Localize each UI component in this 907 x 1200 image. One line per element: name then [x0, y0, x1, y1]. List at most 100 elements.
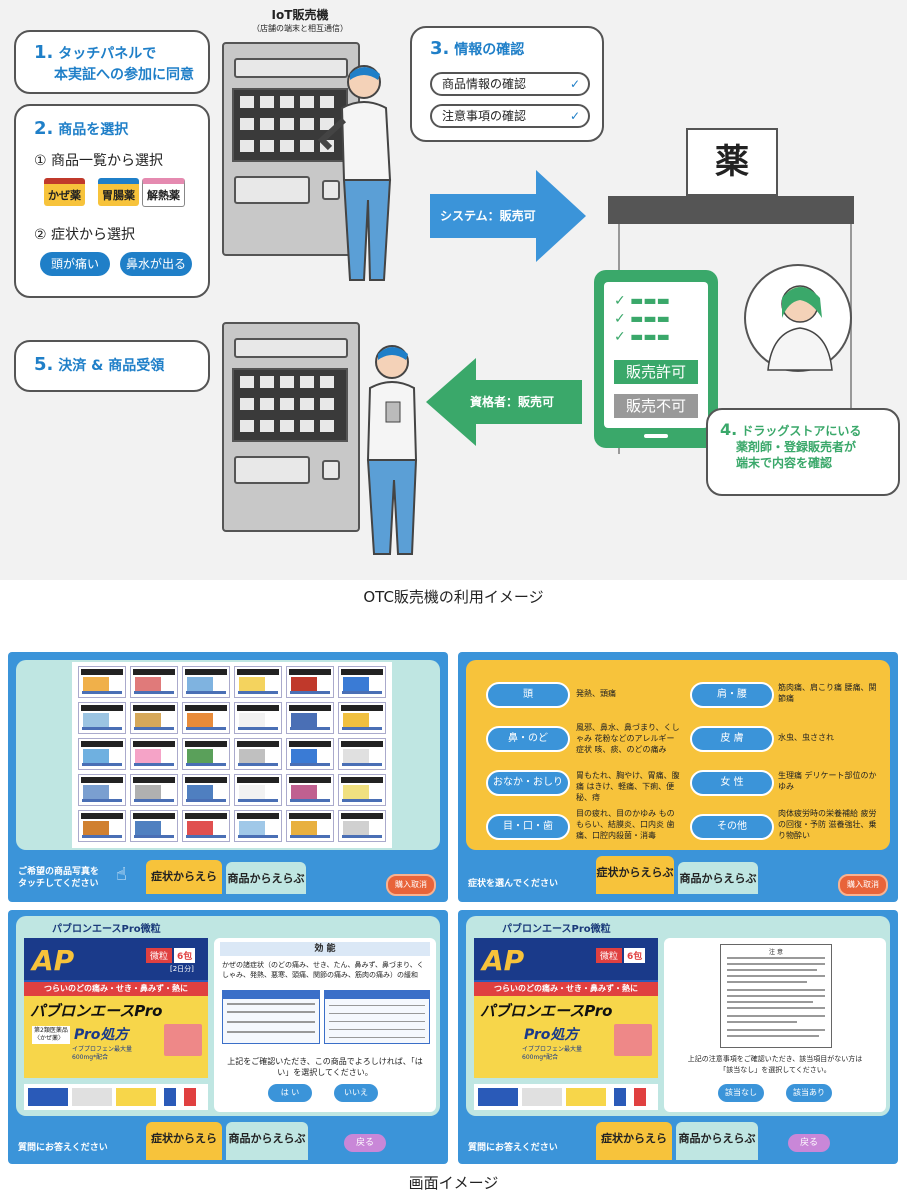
product-thumb[interactable] [182, 702, 230, 734]
product-thumb[interactable] [78, 738, 126, 770]
product-thumb[interactable] [338, 810, 386, 842]
tab-by-symptom[interactable]: 症状からえらぶ [146, 860, 222, 894]
tab-by-product[interactable]: 商品からえらぶ [676, 1122, 758, 1160]
symptom-head-button[interactable]: 頭 [486, 682, 570, 708]
product-grid[interactable] [72, 662, 392, 848]
step1-bubble: 1. タッチパネルで 本実証への参加に同意 [14, 30, 210, 94]
product-thumb[interactable] [286, 702, 334, 734]
symptom-nose-throat-button[interactable]: 鼻・のど [486, 726, 570, 752]
box-ingredient: イブプロフェン最大量 600mg*配合 [522, 1046, 583, 1061]
panel4-instruction: 質問にお答えください [468, 1143, 558, 1153]
effect-card: 効 能 かぜの諸症状（のどの痛み、せき、たん、鼻みず、鼻づまり、くしゃみ、発熱、… [214, 938, 436, 1112]
box-slogan: つらいのどの痛み・せき・鼻みず・熱に [474, 982, 658, 996]
product-thumb[interactable] [78, 810, 126, 842]
product-thumb[interactable] [338, 702, 386, 734]
product-thumb[interactable] [130, 738, 178, 770]
cancel-purchase-button[interactable]: 購入取消 [838, 874, 888, 896]
product-thumb[interactable] [182, 738, 230, 770]
product-thumb[interactable] [182, 774, 230, 806]
symptom-eye-mouth-button[interactable]: 目・口・歯 [486, 814, 570, 840]
product-thumb[interactable] [286, 738, 334, 770]
product-thumb[interactable] [234, 702, 282, 734]
product-thumb[interactable] [78, 666, 126, 698]
tablet-screen: ✓ ▬▬▬✓ ▬▬▬✓ ▬▬▬ 販売許可 販売不可 [604, 282, 708, 428]
vm2-touch-screen [232, 368, 348, 442]
checkmark-icon: ✓ [569, 109, 580, 123]
step4-text: 4. ドラッグストアにいる 薬剤師・登録販売者が 端末で内容を確認 [720, 420, 862, 471]
step1-line2: 本実証への参加に同意 [54, 67, 194, 83]
product-thumb[interactable] [234, 810, 282, 842]
symptom-runny-nose: 鼻水が出る [120, 252, 192, 276]
product-cold: かぜ薬 [44, 178, 85, 206]
product-detail-area: パブロンエースPro微粒 AP 微粒 6包 [2日分] つらいのどの痛み・せき・… [16, 916, 440, 1116]
symptom-shoulder-back-button[interactable]: 肩・腰 [690, 682, 774, 708]
some-applicable-button[interactable]: 該当あり [786, 1084, 832, 1102]
box-count: 6包 [174, 948, 196, 963]
symptom-women-button[interactable]: 女 性 [690, 770, 774, 796]
product-thumb[interactable] [338, 738, 386, 770]
product-thumb[interactable] [78, 702, 126, 734]
back-button[interactable]: 戻る [344, 1134, 386, 1152]
symptom-head-desc: 発熱、頭痛 [576, 689, 616, 698]
product-thumb[interactable] [130, 702, 178, 734]
back-button[interactable]: 戻る [788, 1134, 830, 1152]
product-thumb[interactable] [338, 774, 386, 806]
symptom-stomach-button[interactable]: おなか・おしり [486, 770, 570, 796]
tab-by-product[interactable]: 商品からえらぶ [226, 1122, 308, 1160]
ingredient-table [324, 990, 430, 1044]
product-thumb[interactable] [78, 774, 126, 806]
symptom-nose-throat-desc: 風邪、鼻水、鼻づまり、くしゃみ 花粉などのアレルギー症状 咳、痰、のどの痛み [576, 723, 680, 754]
store-sign: 薬 [686, 128, 778, 196]
symptom-other-desc: 肉体疲労時の栄養補給 疲労の回復・予防 滋養強壮、乗り物酔い [778, 809, 877, 840]
vm2-card-slot [234, 338, 348, 358]
tab-by-product[interactable]: 商品からえらぶ [678, 862, 758, 894]
symptom-skin-button[interactable]: 皮 膚 [690, 726, 774, 752]
product-thumb[interactable] [286, 810, 334, 842]
product-thumb[interactable] [234, 774, 282, 806]
product-thumb[interactable] [286, 666, 334, 698]
usage-illustration: 1. タッチパネルで 本実証への参加に同意 2. 商品を選択 ① 商品一覧から選… [0, 0, 907, 580]
vm1-coin-slot [322, 180, 340, 200]
no-button[interactable]: いいえ [334, 1084, 378, 1102]
pharmacist-avatar [744, 264, 852, 372]
tab-by-symptom[interactable]: 症状からえらぶ [596, 1122, 672, 1160]
screen-product-effect: パブロンエースPro微粒 AP 微粒 6包 [2日分] つらいのどの痛み・せき・… [8, 910, 448, 1164]
box-logo: AP [482, 944, 525, 977]
vending-label-block: IoT販売機 （店舗の端末と相互通信） [240, 6, 360, 34]
symptom-other-button[interactable]: その他 [690, 814, 774, 840]
tab-by-symptom[interactable]: 症状からえらぶ [146, 1122, 222, 1160]
product-thumb[interactable] [286, 774, 334, 806]
step5-title-row: 5. 決済 & 商品受領 [34, 354, 165, 375]
effect-title: 効 能 [220, 942, 430, 956]
vending-sublabel: （店舗の端末と相互通信） [252, 24, 348, 33]
step4-bubble: 4. ドラッグストアにいる 薬剤師・登録販売者が 端末で内容を確認 [706, 408, 900, 496]
product-thumb[interactable] [182, 666, 230, 698]
product-thumb[interactable] [130, 774, 178, 806]
option-product-list: ① 商品一覧から選択 [34, 153, 164, 169]
box-side-label [164, 1024, 202, 1056]
product-name: パブロンエースPro微粒 [52, 924, 161, 935]
box-days: [2日分] [170, 965, 194, 973]
product-box-image: AP 微粒 6包 [2日分] つらいのどの痛み・せき・鼻みず・熱に パブロンエー… [24, 938, 208, 1078]
product-thumb[interactable] [234, 738, 282, 770]
step3-bubble: 3. 情報の確認 商品情報の確認 ✓ 注意事項の確認 ✓ [410, 26, 604, 142]
package-strip [24, 1084, 208, 1110]
box-brand: パブロンエースPro [30, 1002, 163, 1020]
panel2-instruction: 症状を選んでください [468, 879, 559, 889]
product-thumb[interactable] [234, 666, 282, 698]
product-thumb[interactable] [182, 810, 230, 842]
arrow-system-label: システム：販売可 [440, 209, 536, 223]
tab-by-product[interactable]: 商品からえらぶ [226, 862, 306, 894]
tab-by-symptom[interactable]: 症状からえらぶ [596, 856, 674, 894]
box-ingredient: イブプロフェン最大量 600mg*配合 [72, 1046, 133, 1061]
vm1-dispense-slot [234, 176, 310, 204]
product-thumb[interactable] [130, 810, 178, 842]
vm2-dispense-slot [234, 456, 310, 484]
step4-number: 4. [720, 420, 738, 439]
step1-line1: 1. タッチパネルで [34, 42, 157, 63]
cancel-purchase-button[interactable]: 購入取消 [386, 874, 436, 896]
product-thumb[interactable] [130, 666, 178, 698]
yes-button[interactable]: は い [268, 1084, 312, 1102]
none-applicable-button[interactable]: 該当なし [718, 1084, 764, 1102]
product-thumb[interactable] [338, 666, 386, 698]
